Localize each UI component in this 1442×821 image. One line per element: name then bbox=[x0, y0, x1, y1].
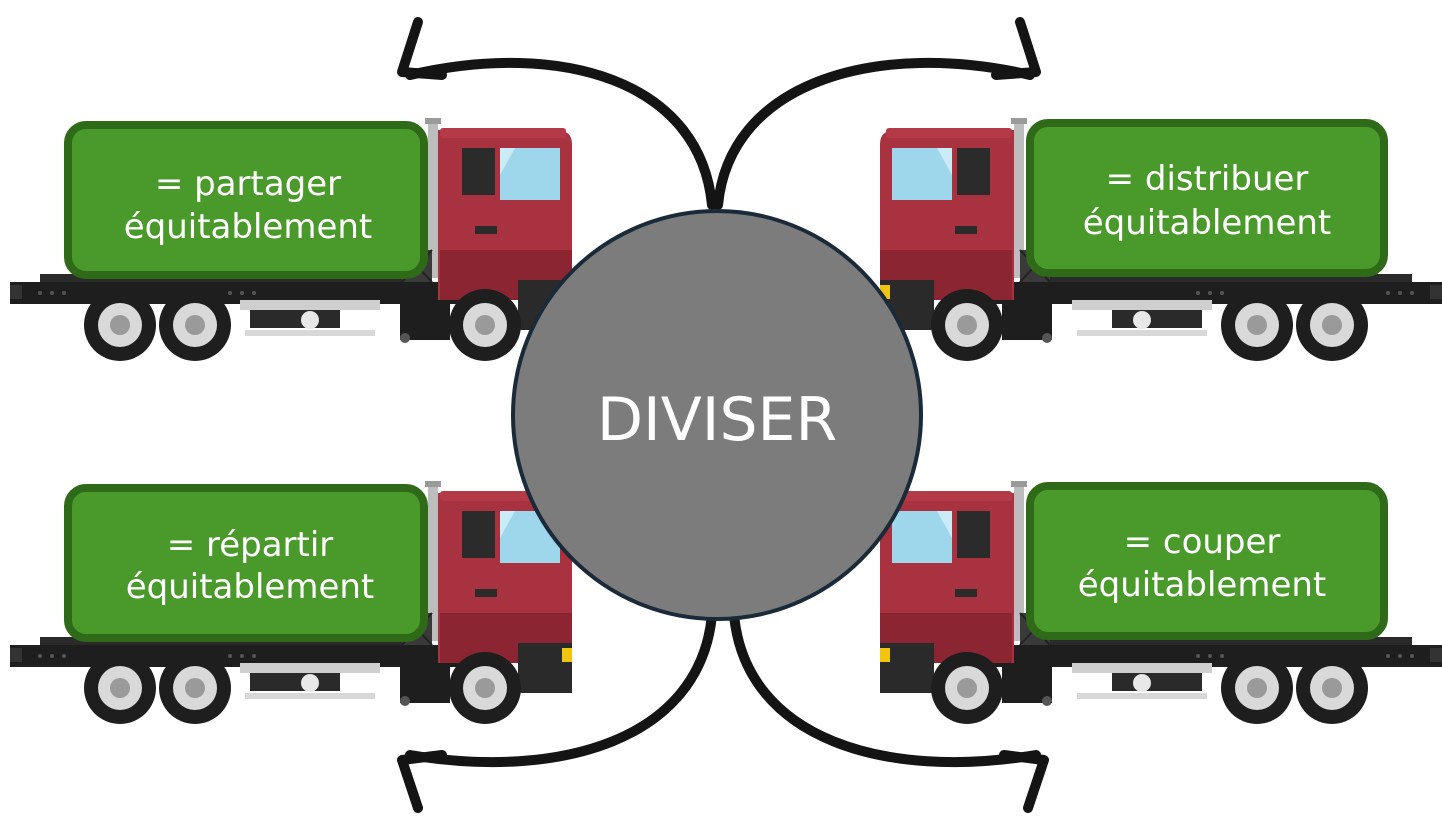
truck-label-line1: = répartir bbox=[167, 525, 334, 565]
truck-label-line2: équitablement bbox=[1078, 565, 1327, 605]
truck-top-left: = partager équitablement bbox=[9, 117, 573, 362]
truck-top-right: = distribuer équitablement bbox=[879, 117, 1442, 362]
truck-label-line1: = partager bbox=[155, 164, 341, 204]
arrow-bottom-right bbox=[729, 610, 1041, 768]
cargo-box-bottom-left bbox=[64, 484, 428, 642]
center-node: DIVISER bbox=[511, 209, 923, 621]
arrow-top-left bbox=[405, 57, 717, 210]
cargo-box-bottom-right bbox=[1026, 482, 1388, 640]
truck-label-line2: équitablement bbox=[124, 207, 373, 247]
arrow-bottom-left bbox=[405, 610, 717, 768]
cargo-box-top-left bbox=[64, 121, 428, 279]
arrowhead-top-left bbox=[397, 17, 447, 80]
center-label: DIVISER bbox=[597, 385, 837, 455]
curved-arrows bbox=[397, 17, 1049, 813]
arrowhead-top-right bbox=[991, 17, 1041, 80]
cargo-box-top-right bbox=[1026, 119, 1388, 277]
truck-label-line2: équitablement bbox=[1083, 203, 1332, 243]
truck-label-line1: = couper bbox=[1124, 522, 1281, 562]
truck-bottom-right: = couper équitablement bbox=[879, 480, 1442, 725]
arrowhead-bottom-right bbox=[999, 750, 1049, 813]
arrow-top-right bbox=[713, 57, 1035, 210]
arrowhead-bottom-left bbox=[397, 750, 447, 813]
truck-label-line2: équitablement bbox=[126, 567, 375, 607]
truck-bottom-left: = répartir équitablement bbox=[9, 480, 573, 725]
truck-label-line1: = distribuer bbox=[1106, 159, 1309, 199]
center-circle bbox=[511, 209, 923, 621]
